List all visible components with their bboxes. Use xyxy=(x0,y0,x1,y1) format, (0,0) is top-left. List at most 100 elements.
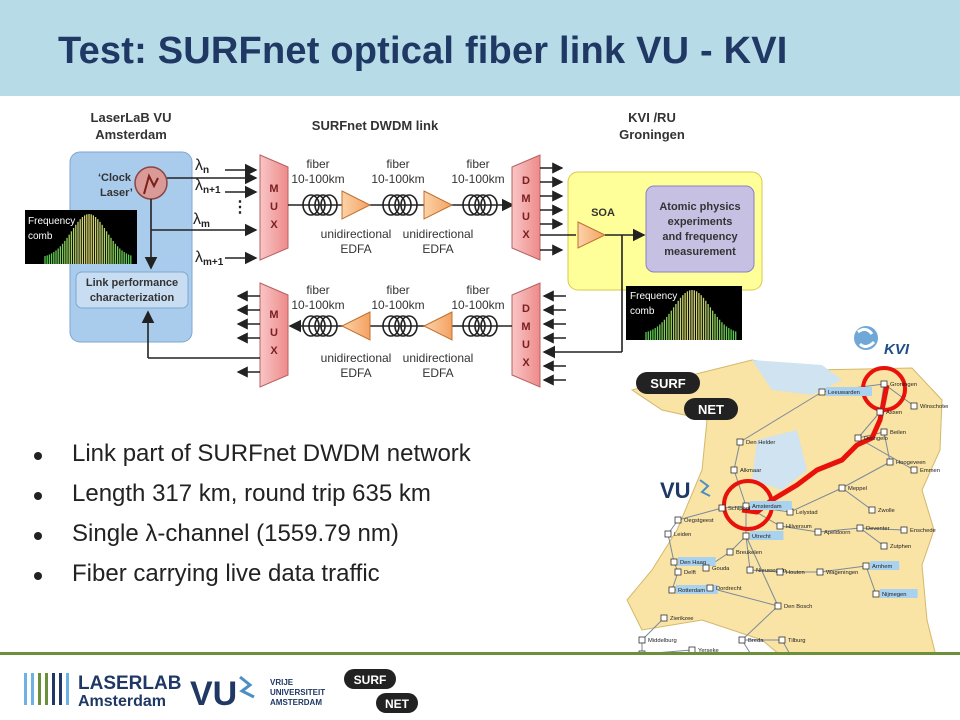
fiber-coil xyxy=(462,194,480,216)
svg-text:U: U xyxy=(270,201,278,213)
dwdm-link-diagram: LaserLaB VU Amsterdam ‘Clock Laser’ Link… xyxy=(25,110,763,388)
network-link xyxy=(741,605,779,641)
fiber-coil xyxy=(474,315,492,337)
fiber-coil xyxy=(308,315,326,337)
svg-text:comb: comb xyxy=(28,231,53,242)
city-node xyxy=(738,636,746,644)
fiber-label: 10-100km xyxy=(451,298,504,312)
city-node xyxy=(742,502,750,510)
kvi-title-2: Groningen xyxy=(619,127,685,142)
svg-text:M: M xyxy=(521,321,530,333)
clock-laser-label-1: ‘Clock xyxy=(98,172,132,184)
city-node xyxy=(670,558,678,566)
city-node xyxy=(730,466,738,474)
svg-text:Amsterdam: Amsterdam xyxy=(78,693,166,710)
network-link xyxy=(709,587,779,607)
edfa-label: unidirectional xyxy=(403,227,474,241)
svg-text:experiments: experiments xyxy=(668,216,733,228)
edfa-amplifier xyxy=(341,190,372,220)
fiber-coil xyxy=(468,315,486,337)
lambda-m: λm xyxy=(193,211,210,230)
edfa-label: EDFA xyxy=(340,366,371,380)
network-link xyxy=(749,569,781,573)
edfa-label: unidirectional xyxy=(403,351,474,365)
city-node xyxy=(776,522,784,530)
dmux-top: D M U X xyxy=(511,154,541,261)
city-node xyxy=(910,466,918,474)
network-link xyxy=(641,617,665,641)
svg-text:X: X xyxy=(522,229,530,241)
clock-laser-icon xyxy=(134,166,168,200)
svg-text:NET: NET xyxy=(698,402,724,417)
link-performance-label-1: Link performance xyxy=(86,277,178,289)
city-label: Wageningen xyxy=(826,570,858,576)
svg-text:LASERLAB: LASERLAB xyxy=(78,673,181,694)
fiber-label: fiber xyxy=(306,157,329,171)
city-label: Houten xyxy=(786,570,805,576)
city-node xyxy=(726,548,734,556)
network-link xyxy=(667,533,675,563)
edfa-label: EDFA xyxy=(422,366,453,380)
fiber-coil xyxy=(308,194,326,216)
fiber-label: fiber xyxy=(466,283,489,297)
fiber-label: 10-100km xyxy=(291,172,344,186)
city-node xyxy=(880,380,888,388)
bullet-item: Length 317 km, round trip 635 km xyxy=(34,480,594,520)
city-node xyxy=(776,568,784,576)
city-label: Lelystad xyxy=(796,510,818,516)
lambda-n: λn xyxy=(195,157,209,176)
city-node xyxy=(886,458,894,466)
city-node xyxy=(778,636,786,644)
city-node xyxy=(674,568,682,576)
network-link xyxy=(859,527,885,547)
edfa-amplifier xyxy=(423,190,454,220)
link-performance-box xyxy=(75,271,189,309)
lambda-n1: λn+1 xyxy=(195,177,221,196)
network-link xyxy=(789,487,843,513)
svg-text:SOA: SOA xyxy=(591,207,615,219)
city-node xyxy=(660,614,668,622)
city-label: Breda xyxy=(748,638,764,644)
svg-text:M: M xyxy=(521,193,530,205)
network-link xyxy=(733,469,747,507)
city-label: Den Bosch xyxy=(784,604,812,610)
city-node xyxy=(862,562,870,570)
city-label: Winschoten xyxy=(920,404,948,410)
city-label: Utrecht xyxy=(752,534,771,540)
laserlab-title-2: Amsterdam xyxy=(95,127,167,142)
edfa-label: unidirectional xyxy=(321,351,392,365)
city-label: Hilversum xyxy=(786,524,812,530)
fiber-label: fiber xyxy=(306,283,329,297)
city-label: Emmen xyxy=(920,468,940,474)
svg-text:D: D xyxy=(522,303,530,315)
city-label: Nijmegen xyxy=(882,592,907,598)
edfa-label: EDFA xyxy=(422,242,453,256)
svg-text:SURF: SURF xyxy=(650,376,685,391)
svg-text:measurement: measurement xyxy=(664,246,736,258)
city-node xyxy=(856,524,864,532)
fiber-coil xyxy=(468,194,486,216)
city-label: Leeuwarden xyxy=(828,390,860,396)
vu-map-logo: VU xyxy=(660,478,711,503)
city-label: Oegstgeest xyxy=(684,518,714,524)
footer: LASERLAB Amsterdam VU VRIJE UNIVERSITEIT… xyxy=(0,655,960,720)
lambda-m1: λm+1 xyxy=(195,249,224,268)
city-label: Breukelen xyxy=(736,550,762,556)
fiber-coil xyxy=(400,315,418,337)
city-label: Arnhem xyxy=(872,564,892,570)
city-node xyxy=(702,564,710,572)
fiber-coil xyxy=(394,194,412,216)
svg-text:X: X xyxy=(270,219,278,231)
fiber-coil xyxy=(314,194,332,216)
fiber-coil xyxy=(388,315,406,337)
city-node xyxy=(742,532,750,540)
city-label: Yerseke xyxy=(698,648,719,654)
city-label: Zutphen xyxy=(890,544,911,550)
fiber-coil xyxy=(302,315,320,337)
mux-bottom: M U X xyxy=(259,282,289,388)
city-node xyxy=(872,590,880,598)
city-node xyxy=(814,528,822,536)
city-label: Den Haag xyxy=(680,560,706,566)
svg-text:NET: NET xyxy=(385,697,410,711)
svg-text:AMSTERDAM: AMSTERDAM xyxy=(270,698,322,707)
